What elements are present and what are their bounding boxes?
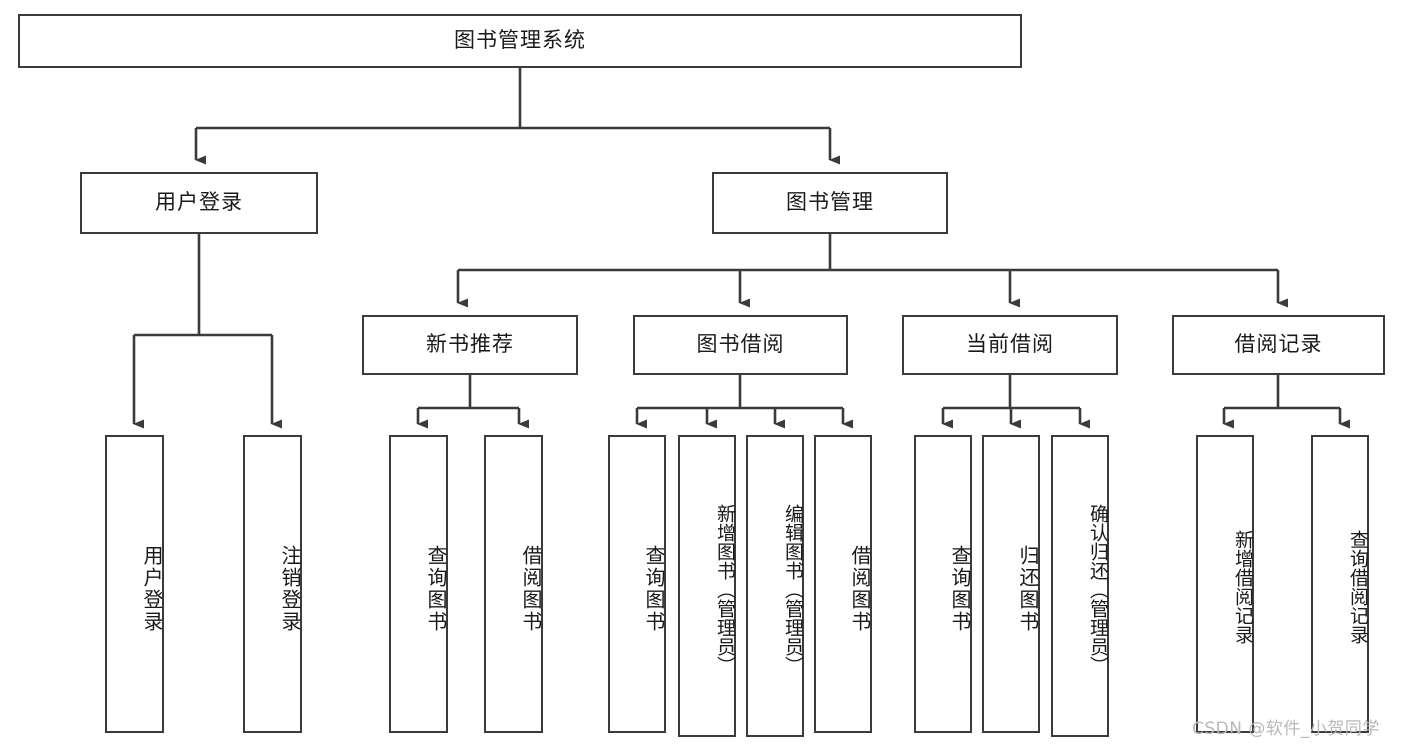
node-label: 当前借阅 xyxy=(966,332,1054,357)
node-label: 新书推荐 xyxy=(426,332,514,357)
leaf-recommend-borrow-book[interactable]: 借阅图书 xyxy=(484,435,543,733)
node-label: 用户登录 xyxy=(155,190,243,215)
node-root-system[interactable]: 图书管理系统 xyxy=(18,14,1022,68)
leaf-borrow-borrow-book[interactable]: 借阅图书 xyxy=(814,435,872,733)
node-label: 用户登录 xyxy=(140,545,164,633)
leaf-record-add-record[interactable]: 新增借阅记录 xyxy=(1196,435,1254,733)
node-label: 查询图书 xyxy=(424,545,448,633)
node-label: 图书管理 xyxy=(786,190,874,215)
leaf-recommend-query-book[interactable]: 查询图书 xyxy=(389,435,448,733)
leaf-borrow-edit-book-admin[interactable]: 编辑图书（管理员） xyxy=(746,435,804,737)
node-label: 确认归还（管理员） xyxy=(1087,503,1109,675)
leaf-current-confirm-return-admin[interactable]: 确认归还（管理员） xyxy=(1051,435,1109,737)
node-label: 图书管理系统 xyxy=(454,28,586,53)
node-user-login[interactable]: 用户登录 xyxy=(80,172,318,234)
node-label: 查询借阅记录 xyxy=(1347,530,1369,644)
leaf-user-logout[interactable]: 注销登录 xyxy=(243,435,302,733)
node-label: 图书借阅 xyxy=(696,332,785,357)
leaf-current-return-book[interactable]: 归还图书 xyxy=(982,435,1040,733)
leaf-current-query-book[interactable]: 查询图书 xyxy=(914,435,972,733)
node-new-book-recommend[interactable]: 新书推荐 xyxy=(362,315,578,375)
leaf-borrow-add-book-admin[interactable]: 新增图书（管理员） xyxy=(678,435,736,737)
node-label: 编辑图书（管理员） xyxy=(782,503,804,675)
node-borrow-record[interactable]: 借阅记录 xyxy=(1172,315,1385,375)
node-book-borrow[interactable]: 图书借阅 xyxy=(633,315,848,375)
node-label: 查询图书 xyxy=(642,545,666,633)
node-label: 借阅图书 xyxy=(848,545,872,633)
node-book-management[interactable]: 图书管理 xyxy=(712,172,948,234)
node-label: 借阅图书 xyxy=(519,545,543,633)
node-label: 查询图书 xyxy=(948,545,972,633)
node-label: 注销登录 xyxy=(278,545,302,633)
watermark: CSDN @软件_小贺同学 xyxy=(1192,719,1380,739)
node-label: 归还图书 xyxy=(1016,545,1040,633)
node-current-borrow[interactable]: 当前借阅 xyxy=(902,315,1118,375)
node-label: 新增借阅记录 xyxy=(1232,530,1254,644)
leaf-borrow-query-book[interactable]: 查询图书 xyxy=(608,435,666,733)
node-label: 借阅记录 xyxy=(1234,332,1323,357)
leaf-record-query-record[interactable]: 查询借阅记录 xyxy=(1311,435,1369,733)
leaf-user-login[interactable]: 用户登录 xyxy=(105,435,164,733)
node-label: 新增图书（管理员） xyxy=(714,503,736,675)
